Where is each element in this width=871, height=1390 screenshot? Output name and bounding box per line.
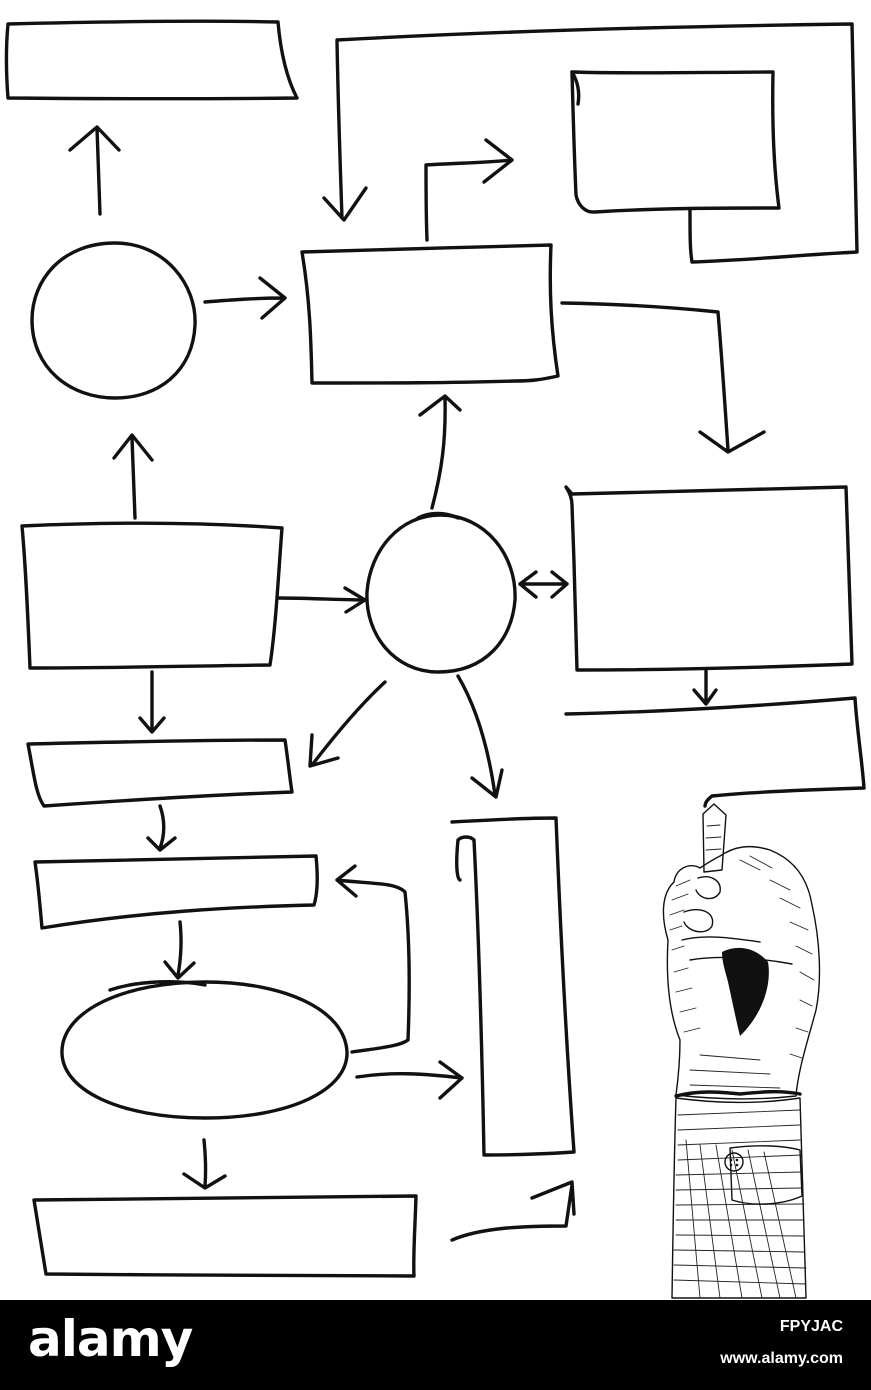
rect-lower-left-1 [26,738,294,808]
arrow-lower-rect1-to-rect2 [146,804,177,852]
arrow-center-rect-to-right-rect [560,301,766,454]
watermark-footer: alamy FPYJAC www.alamy.com [0,1300,871,1390]
arrow-ellipse-to-tall-rect [355,1060,464,1100]
ellipse-bottom [60,980,349,1120]
rect-bottom-left [32,1194,418,1278]
circle-center [365,513,517,674]
loop-connector [335,22,859,264]
rect-tall-center [450,816,576,1157]
arrow-center-rect-to-right [424,138,514,242]
stock-image-id: FPYJAC [779,1318,843,1335]
rect-middle-right [564,485,854,672]
arrow-circle-double-right [518,570,569,599]
arrow-left-rect-down [138,670,166,734]
arrow-right-rect-down [692,668,718,706]
arrow-lower-rect2-to-ellipse [163,920,196,980]
rect-top-right-fold [570,70,581,106]
arrow-bottom-connector [450,1180,576,1242]
arrow-left-rect-to-center-circle [276,586,367,614]
rect-right-open [564,696,866,808]
rect-lower-left-2 [33,854,320,930]
arrow-circle-to-center-rect [203,276,287,320]
rect-middle-left [20,521,284,670]
circle-left [30,241,197,400]
arrow-left-rect-to-circle [112,433,154,520]
ellipse-top-stroke [108,980,207,992]
arrow-circle-to-center-rect-up [418,394,462,510]
rect-center [300,243,560,385]
hand-with-pen-illustration [662,803,821,1299]
arrow-ellipse-down [182,1138,227,1190]
rect-top-left [4,19,299,101]
arrow-circle-down-right [456,674,504,799]
arrow-circle-down-left [308,680,387,768]
arrow-up-to-top-left-rect [68,125,121,216]
loop-arrow-ellipse-to-rect2 [335,864,411,1054]
flowchart-canvas [4,19,866,1299]
site-url: www.alamy.com [720,1350,843,1367]
brand-logo: alamy [28,1310,193,1368]
arrow-down-to-center-rect [322,186,368,222]
rect-top-right [570,70,781,214]
circle-center-stroke [416,511,460,520]
